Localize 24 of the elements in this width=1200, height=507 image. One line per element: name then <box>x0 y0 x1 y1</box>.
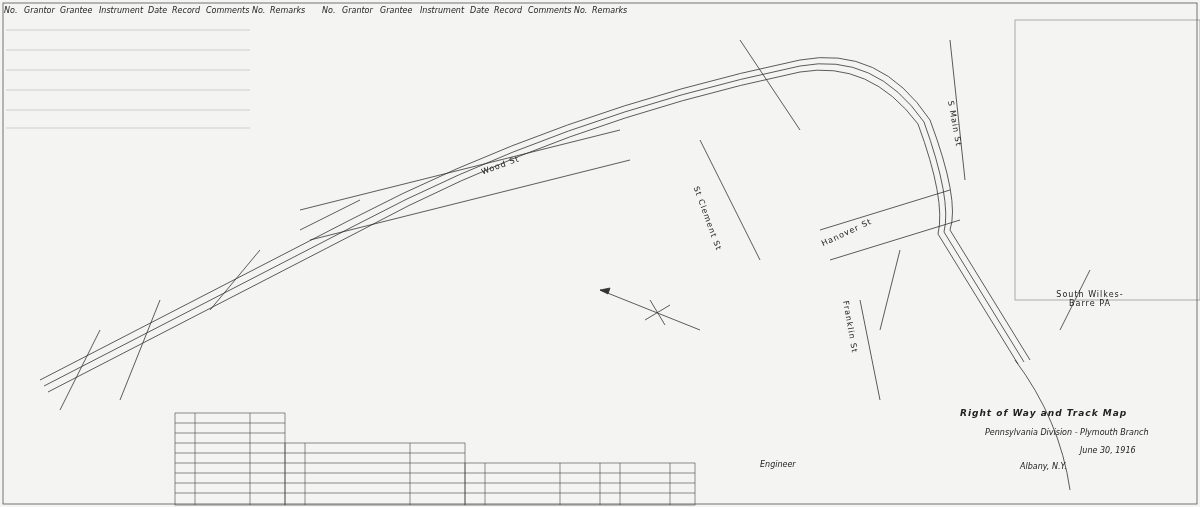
place-name: South Wilkes-Barre PA <box>1055 290 1125 308</box>
column-header: Date <box>148 6 168 15</box>
column-header: Remarks <box>592 6 628 15</box>
column-header: Record <box>172 6 201 15</box>
title-block-text: June 30, 1916 <box>1080 446 1136 455</box>
column-header: Record <box>494 6 523 15</box>
column-header: Grantor <box>24 6 55 15</box>
street-name: Franklin St <box>841 300 860 354</box>
column-header: Grantee <box>60 6 93 15</box>
map-title: Right of Way and Track Map <box>960 408 1128 418</box>
column-header: Remarks <box>270 6 306 15</box>
street-name: S Main St <box>946 100 964 148</box>
column-header: Instrument <box>420 6 464 15</box>
title-block-text: Pennsylvania Division - Plymouth Branch <box>985 428 1149 437</box>
column-header: No. <box>322 6 336 15</box>
title-block-text: Albany, N.Y. <box>1020 462 1067 471</box>
column-header: Grantee <box>380 6 413 15</box>
column-header: Grantor <box>342 6 373 15</box>
column-header: Instrument <box>99 6 143 15</box>
column-header: Comments No. <box>206 6 266 15</box>
column-header: Comments No. <box>528 6 588 15</box>
column-header: Date <box>470 6 490 15</box>
column-header: No. <box>4 6 18 15</box>
signature-caption: Engineer <box>760 460 796 469</box>
